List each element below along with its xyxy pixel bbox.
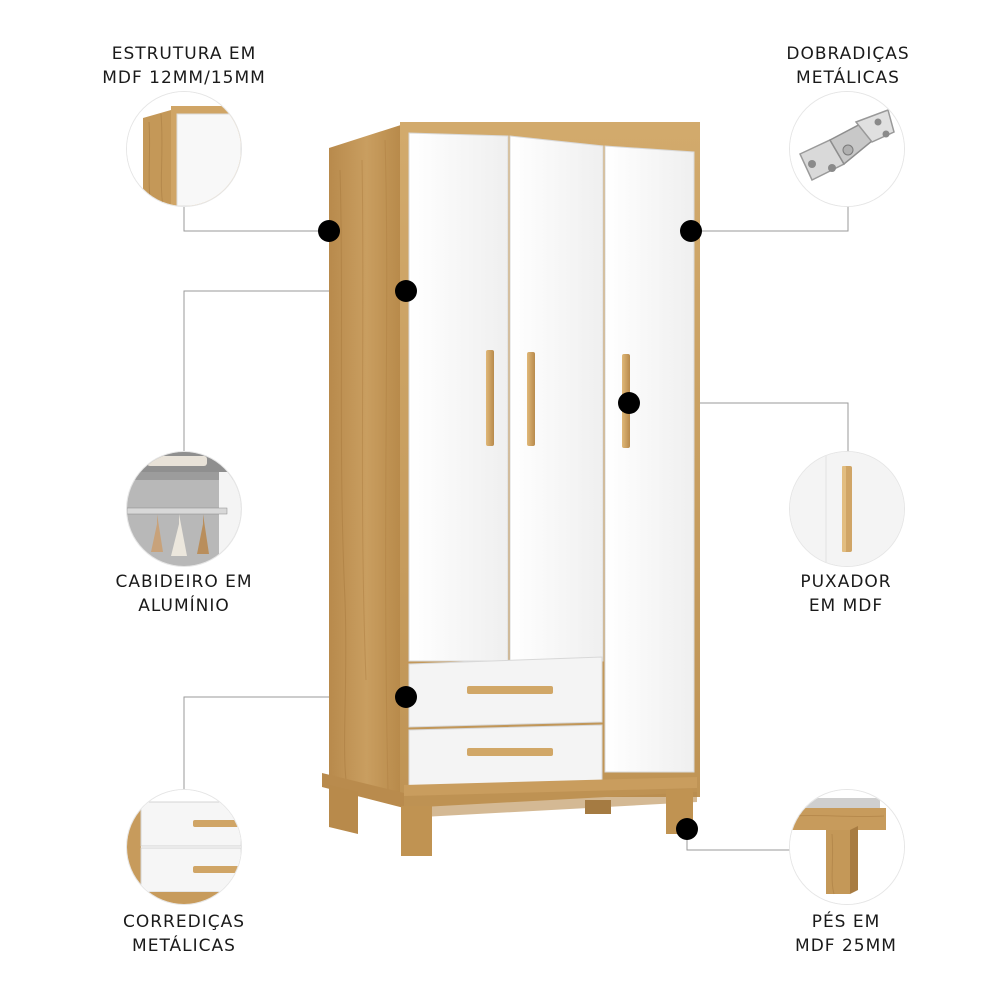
callout-dot-hinges[interactable] xyxy=(680,220,702,242)
door-middle xyxy=(509,135,604,662)
hanger-label-line1: CABIDEIRO EM xyxy=(115,572,253,592)
foot xyxy=(329,785,358,834)
hinges-label: DOBRADIÇAS METÁLICAS xyxy=(748,42,948,90)
structure-label: ESTRUTURA EM MDF 12MM/15MM xyxy=(84,42,284,90)
drawer-handle xyxy=(467,748,553,756)
slides-label: CORREDIÇAS METÁLICAS xyxy=(84,910,284,958)
side-panel xyxy=(329,124,404,800)
foot xyxy=(585,800,611,814)
callout-dot-feet[interactable] xyxy=(676,818,698,840)
hinges-label-line2: METÁLICAS xyxy=(796,68,900,88)
handle-label-line1: PUXADOR xyxy=(800,572,892,592)
door-handle xyxy=(527,352,535,446)
hinges-label-line1: DOBRADIÇAS xyxy=(786,44,910,64)
hanger-label-line2: ALUMÍNIO xyxy=(138,596,230,616)
leader-line-handle xyxy=(629,402,849,456)
mdf-corner-detail-icon xyxy=(127,92,241,206)
feet-label: PÉS EM MDF 25MM xyxy=(746,910,946,958)
metal-hinge-icon xyxy=(790,92,904,206)
leader-line-hinges xyxy=(691,200,849,232)
handle-label: PUXADOR EM MDF xyxy=(746,570,946,618)
wooden-bar-handle-icon xyxy=(790,452,904,566)
drawer-handle xyxy=(467,686,553,694)
structure-label-line1: ESTRUTURA EM xyxy=(111,44,257,64)
base xyxy=(322,773,697,818)
leader-line-structure xyxy=(183,200,329,232)
slides-label-line1: CORREDIÇAS xyxy=(122,912,245,932)
door-handle xyxy=(486,350,494,446)
drawer-slides-detail-icon xyxy=(127,790,241,904)
slides-label-line2: METÁLICAS xyxy=(132,936,236,956)
wooden-foot-detail-icon xyxy=(790,790,904,904)
callout-dot-handle[interactable] xyxy=(618,392,640,414)
handle-label-line2: EM MDF xyxy=(808,596,884,616)
callout-dot-slides[interactable] xyxy=(395,686,417,708)
foot xyxy=(401,806,432,856)
aluminium-hanger-rail-icon xyxy=(127,452,241,566)
feet-label-line1: PÉS EM xyxy=(811,912,881,932)
hanger-label: CABIDEIRO EM ALUMÍNIO xyxy=(84,570,284,618)
door-right xyxy=(604,145,695,773)
feet xyxy=(329,785,693,856)
callout-dot-structure[interactable] xyxy=(318,220,340,242)
structure-label-line2: MDF 12MM/15MM xyxy=(102,68,266,88)
callout-dot-hanger[interactable] xyxy=(395,280,417,302)
feet-label-line2: MDF 25MM xyxy=(795,936,897,956)
drawer-bottom xyxy=(408,724,603,791)
